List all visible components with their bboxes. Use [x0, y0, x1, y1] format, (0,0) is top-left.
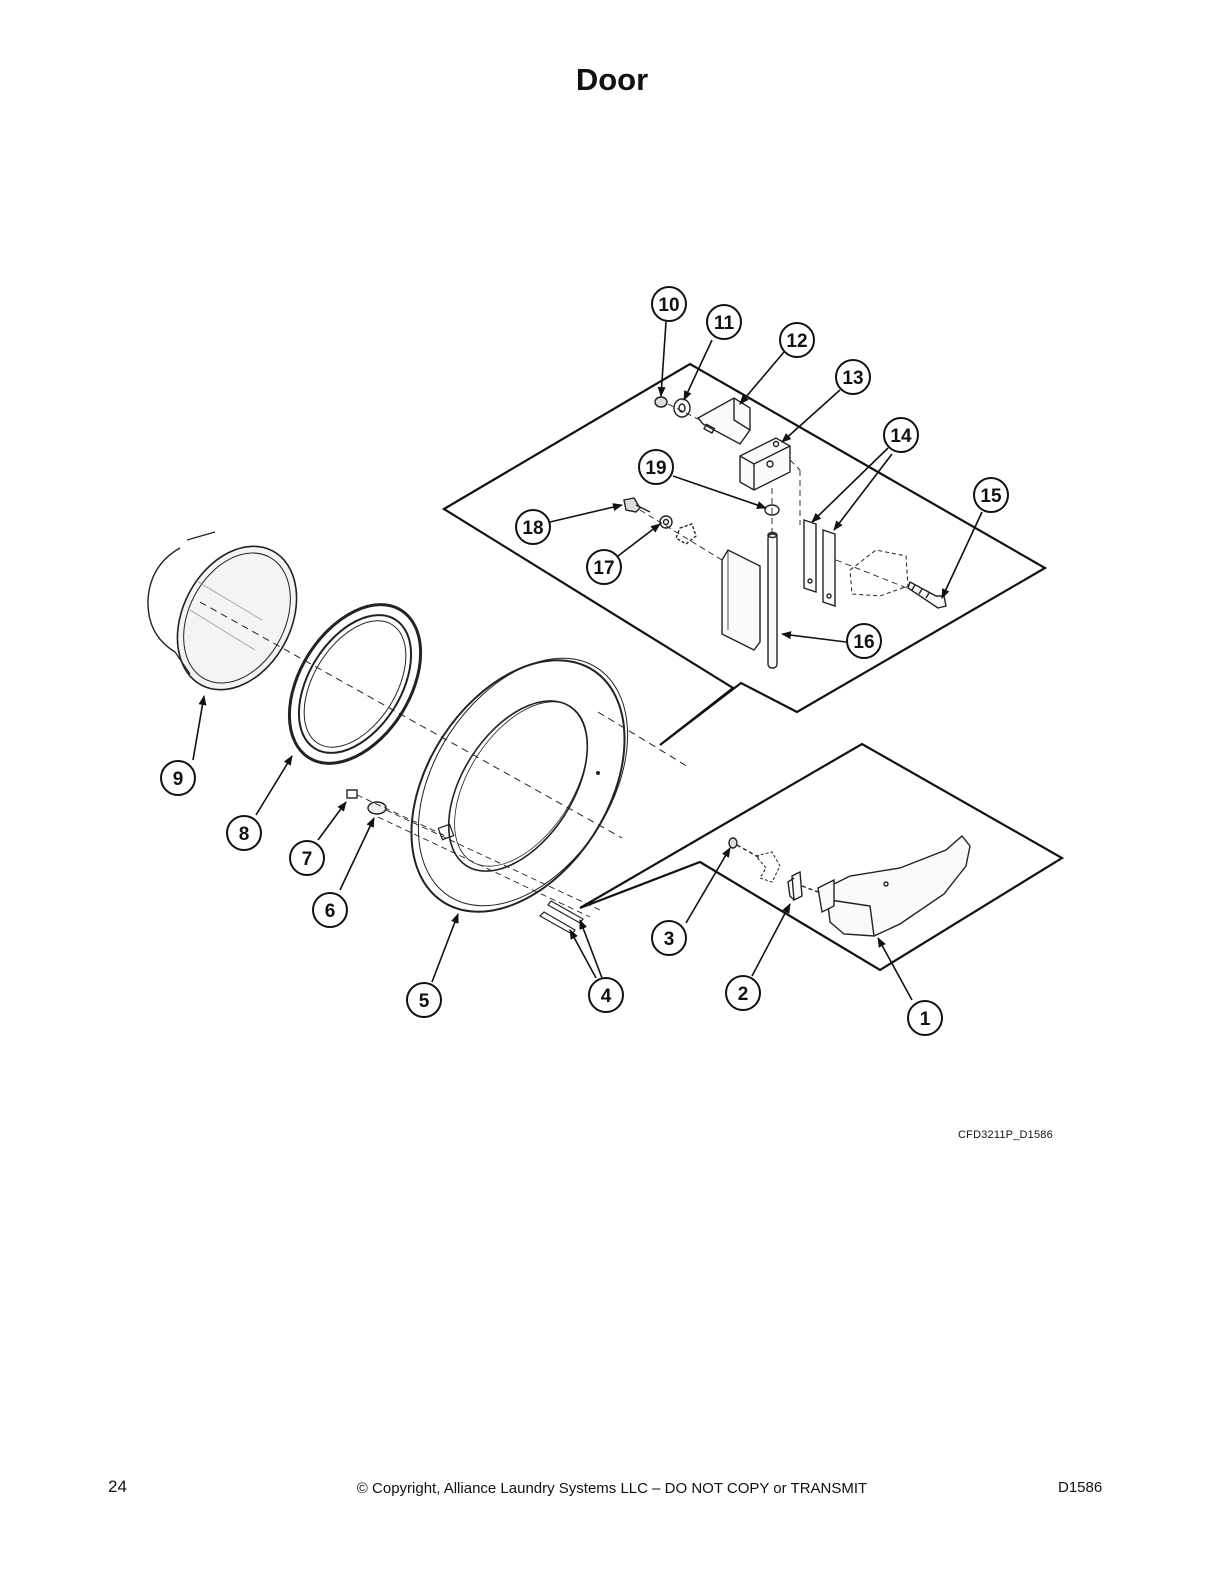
- callout-circle: [638, 449, 674, 485]
- drawing-reference: CFD3211P_D1586: [958, 1129, 1053, 1141]
- callout-16: 16: [846, 623, 882, 659]
- callout-8: 8: [226, 815, 262, 851]
- callout-label: 17: [593, 558, 614, 579]
- callout-circle: [406, 982, 442, 1018]
- callout-circle: [312, 892, 348, 928]
- callout-14: 14: [883, 417, 919, 453]
- callout-circle: [588, 977, 624, 1013]
- callout-circle: [515, 509, 551, 545]
- document-id: D1586: [1058, 1479, 1103, 1496]
- callout-label: 19: [645, 458, 666, 479]
- leader-arrows: [192, 321, 983, 1001]
- handle-components: [728, 834, 971, 937]
- callout-label: 12: [786, 331, 807, 352]
- hinge-components: [623, 396, 947, 669]
- callout-circle: [586, 549, 622, 585]
- callout-label: 14: [890, 426, 912, 447]
- callout-label: 5: [419, 991, 430, 1012]
- callout-circle: [725, 975, 761, 1011]
- callout-9: 9: [160, 760, 196, 796]
- callout-1: 1: [907, 1000, 943, 1036]
- callout-circle: [226, 815, 262, 851]
- page-title: Door: [575, 62, 649, 97]
- callout-circle: [907, 1000, 943, 1036]
- callout-label: 15: [980, 486, 1002, 507]
- callout-label: 6: [325, 901, 336, 922]
- callout-15: 15: [973, 477, 1009, 513]
- door-frame: [410, 657, 629, 913]
- callout-19: 19: [638, 449, 674, 485]
- callout-circle: [835, 359, 871, 395]
- callout-label: 13: [842, 368, 863, 389]
- callout-label: 18: [522, 518, 543, 539]
- callout-label: 4: [601, 986, 612, 1007]
- callout-label: 8: [239, 824, 250, 845]
- callout-label: 10: [658, 295, 679, 316]
- callout-3: 3: [651, 920, 687, 956]
- callout-13: 13: [835, 359, 871, 395]
- part-7-clip: [346, 789, 358, 799]
- callout-circle: [651, 286, 687, 322]
- callout-label: 11: [714, 313, 735, 334]
- callout-18: 18: [515, 509, 551, 545]
- callout-7: 7: [289, 840, 325, 876]
- callout-circle: [973, 477, 1009, 513]
- callout-circle: [289, 840, 325, 876]
- callout-circle: [846, 623, 882, 659]
- callout-label: 16: [853, 632, 874, 653]
- door-gasket: [287, 603, 423, 765]
- callout-label: 1: [920, 1009, 931, 1030]
- part-4-pins: [437, 823, 584, 935]
- callout-label: 2: [738, 984, 749, 1005]
- callout-5: 5: [406, 982, 442, 1018]
- callout-12: 12: [779, 322, 815, 358]
- hinge-detail-panel: [441, 362, 1048, 746]
- callout-circle: [779, 322, 815, 358]
- callout-circle: [706, 304, 742, 340]
- callout-label: 9: [173, 769, 184, 790]
- callout-label: 7: [302, 849, 313, 870]
- callout-17: 17: [586, 549, 622, 585]
- callout-label: 3: [664, 929, 675, 950]
- callout-6: 6: [312, 892, 348, 928]
- callout-2: 2: [725, 975, 761, 1011]
- callout-11: 11: [706, 304, 742, 340]
- handle-detail-panel: [579, 742, 1065, 972]
- callout-10: 10: [651, 286, 687, 322]
- callout-4: 4: [588, 977, 624, 1013]
- page-number: 24: [108, 1477, 127, 1496]
- copyright-notice: © Copyright, Alliance Laundry Systems LL…: [356, 1480, 868, 1497]
- door-glass: [147, 531, 298, 691]
- callout-circle: [651, 920, 687, 956]
- callout-circle: [160, 760, 196, 796]
- callout-circle: [883, 417, 919, 453]
